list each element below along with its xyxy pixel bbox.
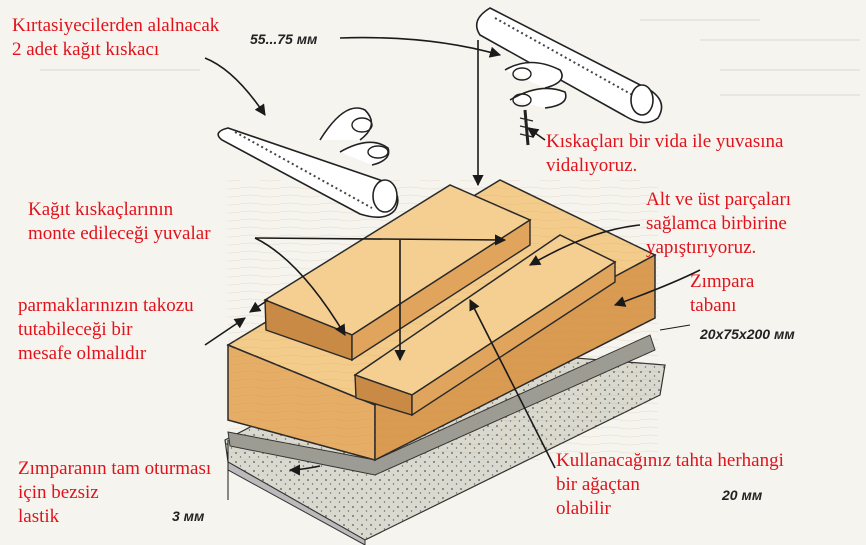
dimension-base-size: 20x75x200 мм <box>700 326 795 342</box>
label-finger-gap: parmaklarınızın takozu tutabileceği bir … <box>18 294 194 366</box>
label-base-name-line1: Zımpara <box>690 270 754 294</box>
label-glue-note-line3: yapıştırıyoruz. <box>646 236 791 260</box>
label-screw-note: Kıskaçları bir vida ile yuvasına vidalıy… <box>546 130 783 178</box>
label-slots: Kağıt kıskaçlarının monte edileceği yuva… <box>28 198 211 246</box>
label-base-name-line2: tabanı <box>690 294 754 318</box>
label-glue-note-line1: Alt ve üst parçaları <box>646 188 791 212</box>
label-glue-note: Alt ve üst parçaları sağlamca birbirine … <box>646 188 791 260</box>
label-rubber-note-line1: Zımparanın tam oturması <box>18 457 211 481</box>
dimension-rubber-thickness: 3 мм <box>172 508 204 524</box>
label-screw-note-line2: vidalıyoruz. <box>546 154 783 178</box>
label-slots-line1: Kağıt kıskaçlarının <box>28 198 211 222</box>
label-rubber-note-line2: için bezsiz <box>18 481 211 505</box>
label-glue-note-line2: sağlamca birbirine <box>646 212 791 236</box>
dimension-edge-gap: 20 мм <box>722 487 762 503</box>
paper-clip-right <box>477 8 662 145</box>
label-screw-note-line1: Kıskaçları bir vida ile yuvasına <box>546 130 783 154</box>
label-clip-source-line2: 2 adet kağıt kıskacı <box>12 38 219 62</box>
label-slots-line2: monte edileceği yuvalar <box>28 222 211 246</box>
label-clip-source: Kırtasiyecilerden alalnacak 2 adet kağıt… <box>12 14 219 62</box>
dimension-clip-spacing: 55...75 мм <box>250 31 317 47</box>
label-base-name: Zımpara tabanı <box>690 270 754 318</box>
label-finger-gap-line1: parmaklarınızın takozu <box>18 294 194 318</box>
label-finger-gap-line3: mesafe olmalıdır <box>18 342 194 366</box>
label-wood-note-line1: Kullanacağınız tahta herhangi <box>556 449 784 473</box>
label-wood-note: Kullanacağınız tahta herhangi bir ağaçta… <box>556 449 784 521</box>
label-clip-source-line1: Kırtasiyecilerden alalnacak <box>12 14 219 38</box>
label-finger-gap-line2: tutabileceği bir <box>18 318 194 342</box>
